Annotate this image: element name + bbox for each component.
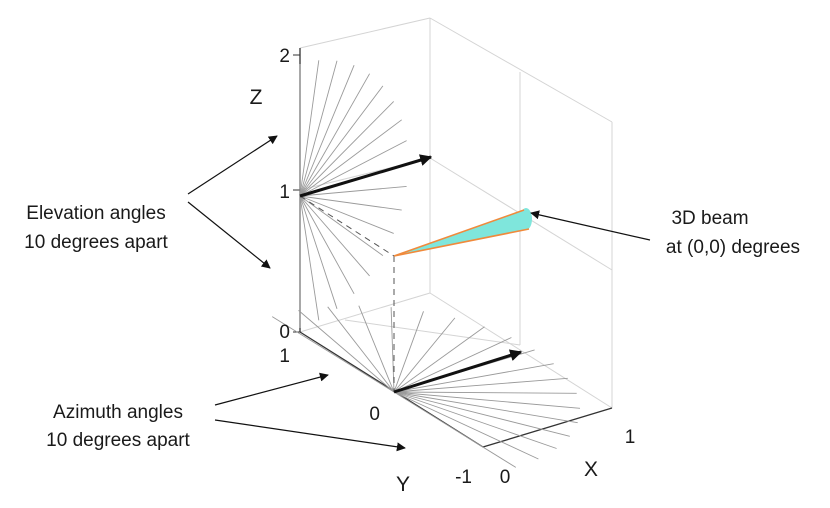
elevation-ray: [299, 195, 355, 295]
azimuth-ray: [393, 391, 517, 468]
box-edge-top-right: [429, 17, 613, 123]
z-tick-1: 1: [279, 182, 290, 203]
box-edge-floor-right: [429, 292, 613, 409]
elevation-ray: [299, 195, 384, 256]
dashed-guides: [299, 195, 395, 392]
azimuth-ray: [393, 391, 578, 424]
dashed-guide-diagonal: [299, 195, 395, 257]
z-tick-0: 0: [279, 322, 290, 343]
azimuth-annotation-line1: Azimuth angles: [53, 402, 183, 423]
box-wireframe: [299, 17, 613, 409]
azimuth-highlight-arrow: [393, 349, 523, 394]
elevation-callout-arrow-down: [187, 201, 271, 269]
y-axis-title: Y: [396, 473, 410, 496]
elevation-ray: [299, 195, 370, 277]
elevation-ray: [299, 65, 355, 197]
x-tick-1: 1: [625, 427, 636, 448]
azimuth-ray: [393, 391, 581, 409]
azimuth-ray: [393, 391, 570, 437]
beam-annotation-line2: at (0,0) degrees: [666, 237, 800, 258]
azimuth-ray: [393, 317, 456, 393]
elevation-ray: [299, 185, 407, 197]
y-tick-0: 0: [369, 404, 380, 425]
box-edge-floor-left: [299, 292, 431, 333]
axis-titles: Z Y X: [250, 86, 598, 496]
elevation-ray: [299, 195, 338, 309]
elevation-ray: [299, 195, 394, 234]
elevation-annotation-line2: 10 degrees apart: [24, 232, 168, 253]
beam-annotation-line1: 3D beam: [671, 208, 748, 229]
elevation-ray: [299, 119, 402, 197]
beam-edge: [393, 209, 530, 257]
elevation-ray: [299, 60, 338, 197]
azimuth-ray: [393, 391, 557, 449]
elevation-ray: [299, 195, 402, 211]
callout-arrows: [187, 135, 651, 452]
beam-cap: [520, 208, 532, 230]
y-tick-1: 1: [279, 346, 290, 367]
elevation-ray: [299, 60, 320, 197]
azimuth-ray: [393, 391, 577, 394]
tick-marks: [293, 54, 300, 333]
annotations: Elevation angles 10 degrees apart Azimut…: [24, 203, 800, 451]
elevation-highlight-arrow: [299, 154, 433, 198]
y-tick-minus-1: -1: [455, 467, 472, 488]
azimuth-ray: [393, 337, 512, 393]
azimuth-ray: [271, 316, 395, 393]
azimuth-ray: [358, 305, 395, 393]
elevation-ray: [299, 101, 395, 197]
azimuth-ray: [393, 377, 568, 393]
azimuth-ray: [393, 363, 554, 393]
x-axis-line: [482, 407, 613, 448]
azimuth-callout-arrow-down: [214, 419, 406, 452]
beam-cone: [393, 208, 532, 257]
azimuth-ray: [393, 391, 539, 460]
azimuth-fan: [271, 305, 581, 468]
elevation-annotation-line1: Elevation angles: [26, 203, 165, 224]
x-axis-title: X: [584, 458, 598, 481]
tick-labels: 2 1 0 1 0 -1 0 1: [279, 46, 635, 488]
beam-callout-arrow: [530, 210, 651, 241]
azimuth-ray: [393, 311, 424, 393]
elevation-ray: [299, 85, 384, 197]
elevation-ray: [299, 140, 407, 197]
z-tick-2: 2: [279, 46, 290, 67]
elevation-callout-arrow-up: [187, 135, 278, 195]
elevation-ray: [299, 73, 370, 197]
azimuth-ray: [393, 326, 485, 393]
azimuth-callout-arrow-up: [214, 372, 329, 406]
elevation-fan: [299, 60, 409, 328]
azimuth-ray: [298, 310, 395, 393]
box-edge-top-left: [299, 17, 431, 49]
elevation-ray: [299, 195, 320, 321]
box-gridline-floor: [344, 319, 521, 346]
z-axis-title: Z: [250, 86, 263, 109]
azimuth-annotation-line2: 10 degrees apart: [46, 430, 190, 451]
x-tick-0: 0: [500, 467, 511, 488]
azimuth-ray: [327, 306, 395, 393]
